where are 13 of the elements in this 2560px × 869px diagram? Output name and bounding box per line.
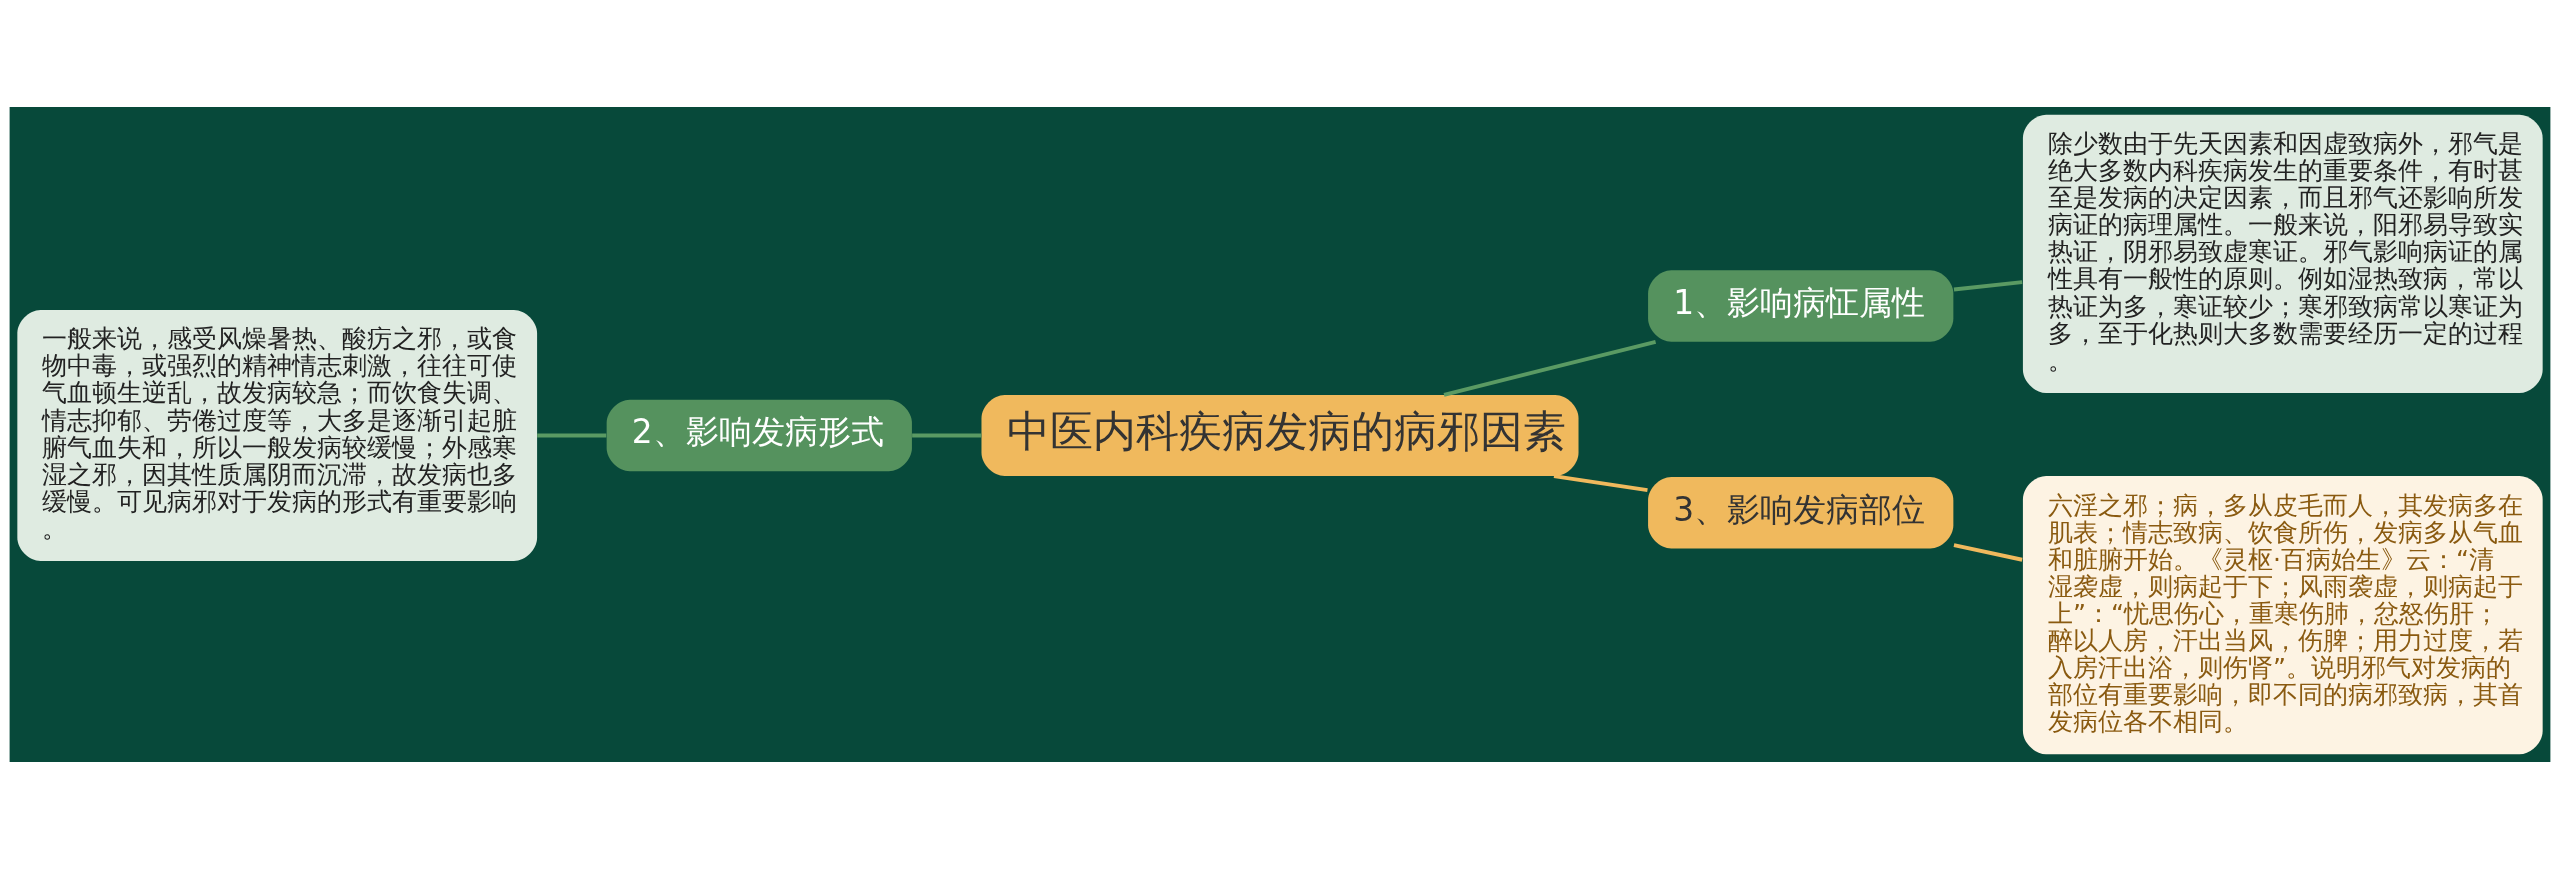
node-box: 2、影响发病形式 <box>606 399 912 472</box>
connector <box>1953 543 2023 562</box>
node-box: 除少数由于先天因素和因虚致病外，邪气是绝大多数内科疾病发生的重要条件，有时甚至是发病的决定因素，而且邪气还影响所发病证的病理属性。一般来说，阳邪易导致实热证，阴邪易致虚寒证。邪气影响病证的属性具有一般性的原则。例如湿热致病，常以热证为多，寒证较少；寒邪致病常以寒证为多，至于化热则大多数需要经历一定的过程。 <box>2022 114 2543 393</box>
connector <box>912 433 982 438</box>
connector <box>537 433 607 438</box>
node-box: 一般来说，感受风燥暑热、酸疠之邪，或食物中毒，或强烈的精神情志刺激，往往可使气血顿生逆乱，故发病较急；而饮食失调、情志抑郁、劳倦过度等，大多是逐渐引起脏腑气血失和，所以一般发病较缓慢；外感寒湿之邪，因其性质属阴而沉滞，故发病也多缓慢。可见病邪对于发病的形式有重要影响。 <box>17 309 538 562</box>
node-box: 六淫之邪；病，多从皮毛而人，其发病多在肌表；情志致病、饮食所伤，发病多从气血和脏腑开始。《灵枢·百病始生》云：“清湿袭虚，则病起于下；风雨袭虚，则病起于上”：“忧思伤心，重寒伤肺，忿怒伤肝；醉以人房，汗出当风，伤脾；用力过度，若入房汗出浴，则伤肾”。说明邪气对发病的部位有重要影响，即不同的病邪致病，其首发病位各不相同。 <box>2022 476 2543 755</box>
connector <box>1443 340 1657 397</box>
connector <box>1553 474 1648 493</box>
node-box: 3、影响发病部位 <box>1648 477 1954 549</box>
node-box: 1、影响病怔属性 <box>1648 270 1954 342</box>
connector <box>1953 280 2023 292</box>
node-box: 中医内科疾病发病的病邪因素 <box>981 394 1579 477</box>
